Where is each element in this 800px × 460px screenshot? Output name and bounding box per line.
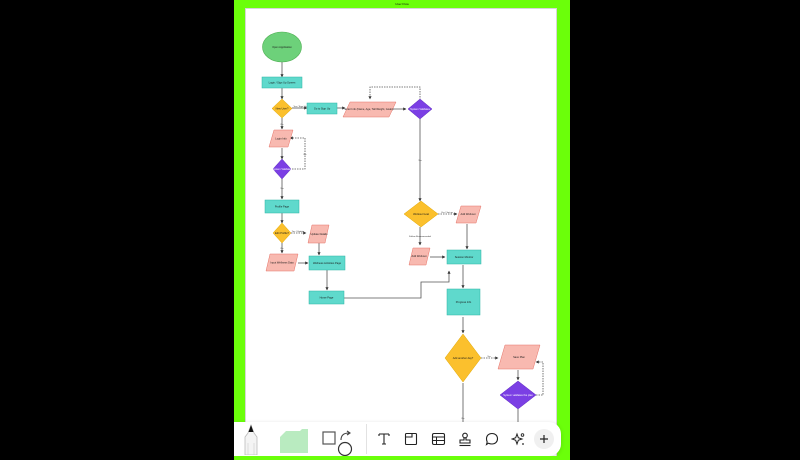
edge-label: No xyxy=(281,124,285,126)
node-add-another-day[interactable]: Add another day? xyxy=(444,333,482,383)
highlighter-icon xyxy=(280,429,308,453)
svg-text:Session Monitor: Session Monitor xyxy=(455,255,474,259)
node-save-plan[interactable]: Save Plan xyxy=(497,344,541,370)
svg-text:Login Info: Login Info xyxy=(275,137,287,141)
canvas-page[interactable]: No Yes / Sign Up No Yes Yes / Update No … xyxy=(246,9,556,460)
edge-label: Follow Recommended xyxy=(409,236,432,238)
svg-text:Login / Sign Up Screen: Login / Sign Up Screen xyxy=(269,81,296,85)
edge-loop xyxy=(289,136,306,170)
flowchart: No Yes / Sign Up No Yes Yes / Update No … xyxy=(261,31,544,460)
table-tool[interactable] xyxy=(427,428,449,450)
node-input-wellness[interactable]: Input Wellness Data xyxy=(265,253,299,272)
node-system-validates-3[interactable]: System validates the plan xyxy=(499,380,537,410)
stamp-icon xyxy=(459,432,471,446)
svg-text:Add Workout: Add Workout xyxy=(461,212,476,216)
svg-text:Add another day?: Add another day? xyxy=(453,356,474,360)
edge-label: Yes xyxy=(280,188,284,190)
node-start[interactable]: Open Application xyxy=(262,31,302,63)
drawing-tools xyxy=(234,422,366,456)
svg-text:Progress Info: Progress Info xyxy=(456,300,472,304)
edge-label: Yes xyxy=(418,160,422,162)
node-add-workout-2[interactable]: Add Workout xyxy=(408,247,431,266)
svg-text:Update Details: Update Details xyxy=(310,232,328,236)
node-profile-page[interactable]: Profile Page xyxy=(264,199,300,214)
highlighter-tool[interactable] xyxy=(278,422,314,456)
node-workout-goal[interactable]: Workout Goal xyxy=(403,200,439,228)
svg-text:System Validates: System Validates xyxy=(272,167,293,171)
text-tool[interactable] xyxy=(373,428,395,450)
shapes-icon xyxy=(322,430,353,456)
svg-text:Input Wellness Data: Input Wellness Data xyxy=(270,261,294,265)
edge-label: No xyxy=(304,154,308,156)
svg-text:System validates the plan: System validates the plan xyxy=(503,393,533,397)
svg-text:System Validates: System Validates xyxy=(410,107,431,111)
document-title: User Flow xyxy=(395,2,409,6)
svg-text:Profile Page: Profile Page xyxy=(275,205,290,209)
svg-text:Workout Goal: Workout Goal xyxy=(413,212,429,216)
comment-tool[interactable] xyxy=(481,428,503,450)
text-icon xyxy=(378,433,390,445)
svg-text:Edit Profile?: Edit Profile? xyxy=(275,231,290,235)
toolbar-actions xyxy=(367,428,561,450)
node-session-monitor[interactable]: Session Monitor xyxy=(446,249,482,265)
sticky-note-icon xyxy=(405,432,418,446)
edge-label: Yes / Update xyxy=(292,230,305,233)
edge-loop xyxy=(368,86,421,100)
node-home-page[interactable]: Home Page xyxy=(308,290,345,305)
node-progress-info[interactable]: Progress Info xyxy=(446,288,481,316)
node-wellness-activities[interactable]: Wellness Activities Page xyxy=(308,255,346,271)
ai-magic-tool[interactable] xyxy=(508,428,530,450)
toolbar-separator xyxy=(366,424,367,454)
shapes-tool[interactable] xyxy=(320,422,356,456)
bottom-toolbar xyxy=(234,422,561,456)
node-edit-profile[interactable]: Edit Profile? xyxy=(272,222,292,244)
edge-label: Yes / Set up xyxy=(441,211,453,214)
node-enter-info[interactable]: Enter Info (Name, Age, Tall Weight, Goal… xyxy=(342,101,397,118)
node-go-signup[interactable]: Go to Sign Up xyxy=(306,102,338,115)
comment-icon xyxy=(485,432,498,446)
svg-text:New User?: New User? xyxy=(276,107,289,111)
svg-text:Open Application: Open Application xyxy=(272,45,292,49)
node-add-workout-1[interactable]: Add Workout xyxy=(455,205,482,224)
add-button[interactable] xyxy=(534,429,555,449)
svg-text:Home Page: Home Page xyxy=(320,296,334,300)
edge-loop xyxy=(535,360,544,396)
node-new-user[interactable]: New User? xyxy=(271,98,293,119)
edge-label: No xyxy=(462,418,466,420)
svg-text:Save Plan: Save Plan xyxy=(513,355,525,359)
svg-text:Wellness Activities Page: Wellness Activities Page xyxy=(313,261,342,265)
edge-label: Yes / Sign Up xyxy=(293,106,307,108)
table-icon xyxy=(431,432,445,446)
edge-label: Yes xyxy=(487,356,491,358)
node-update-details[interactable]: Update Details xyxy=(307,224,330,244)
frame-bottom-edge xyxy=(234,456,570,460)
pen-icon xyxy=(244,423,258,455)
svg-text:Add Workout: Add Workout xyxy=(412,254,427,258)
node-system-validates-2[interactable]: System Validates xyxy=(272,158,293,180)
plus-icon xyxy=(540,435,549,443)
node-login[interactable]: Login / Sign Up Screen xyxy=(261,76,303,89)
edge xyxy=(344,270,451,299)
pen-tool[interactable] xyxy=(236,422,266,456)
node-system-validates-1[interactable]: System Validates xyxy=(407,98,433,120)
svg-text:Go to Sign Up: Go to Sign Up xyxy=(314,107,331,111)
sticky-note-tool[interactable] xyxy=(400,428,422,450)
stamp-tool[interactable] xyxy=(454,428,476,450)
edge-label: No xyxy=(281,248,285,250)
svg-text:Enter Info (Name, Age, Tall We: Enter Info (Name, Age, Tall Weight, Goal… xyxy=(345,107,394,111)
node-login-info[interactable]: Login Info xyxy=(268,129,294,148)
sparkles-icon xyxy=(511,431,525,446)
